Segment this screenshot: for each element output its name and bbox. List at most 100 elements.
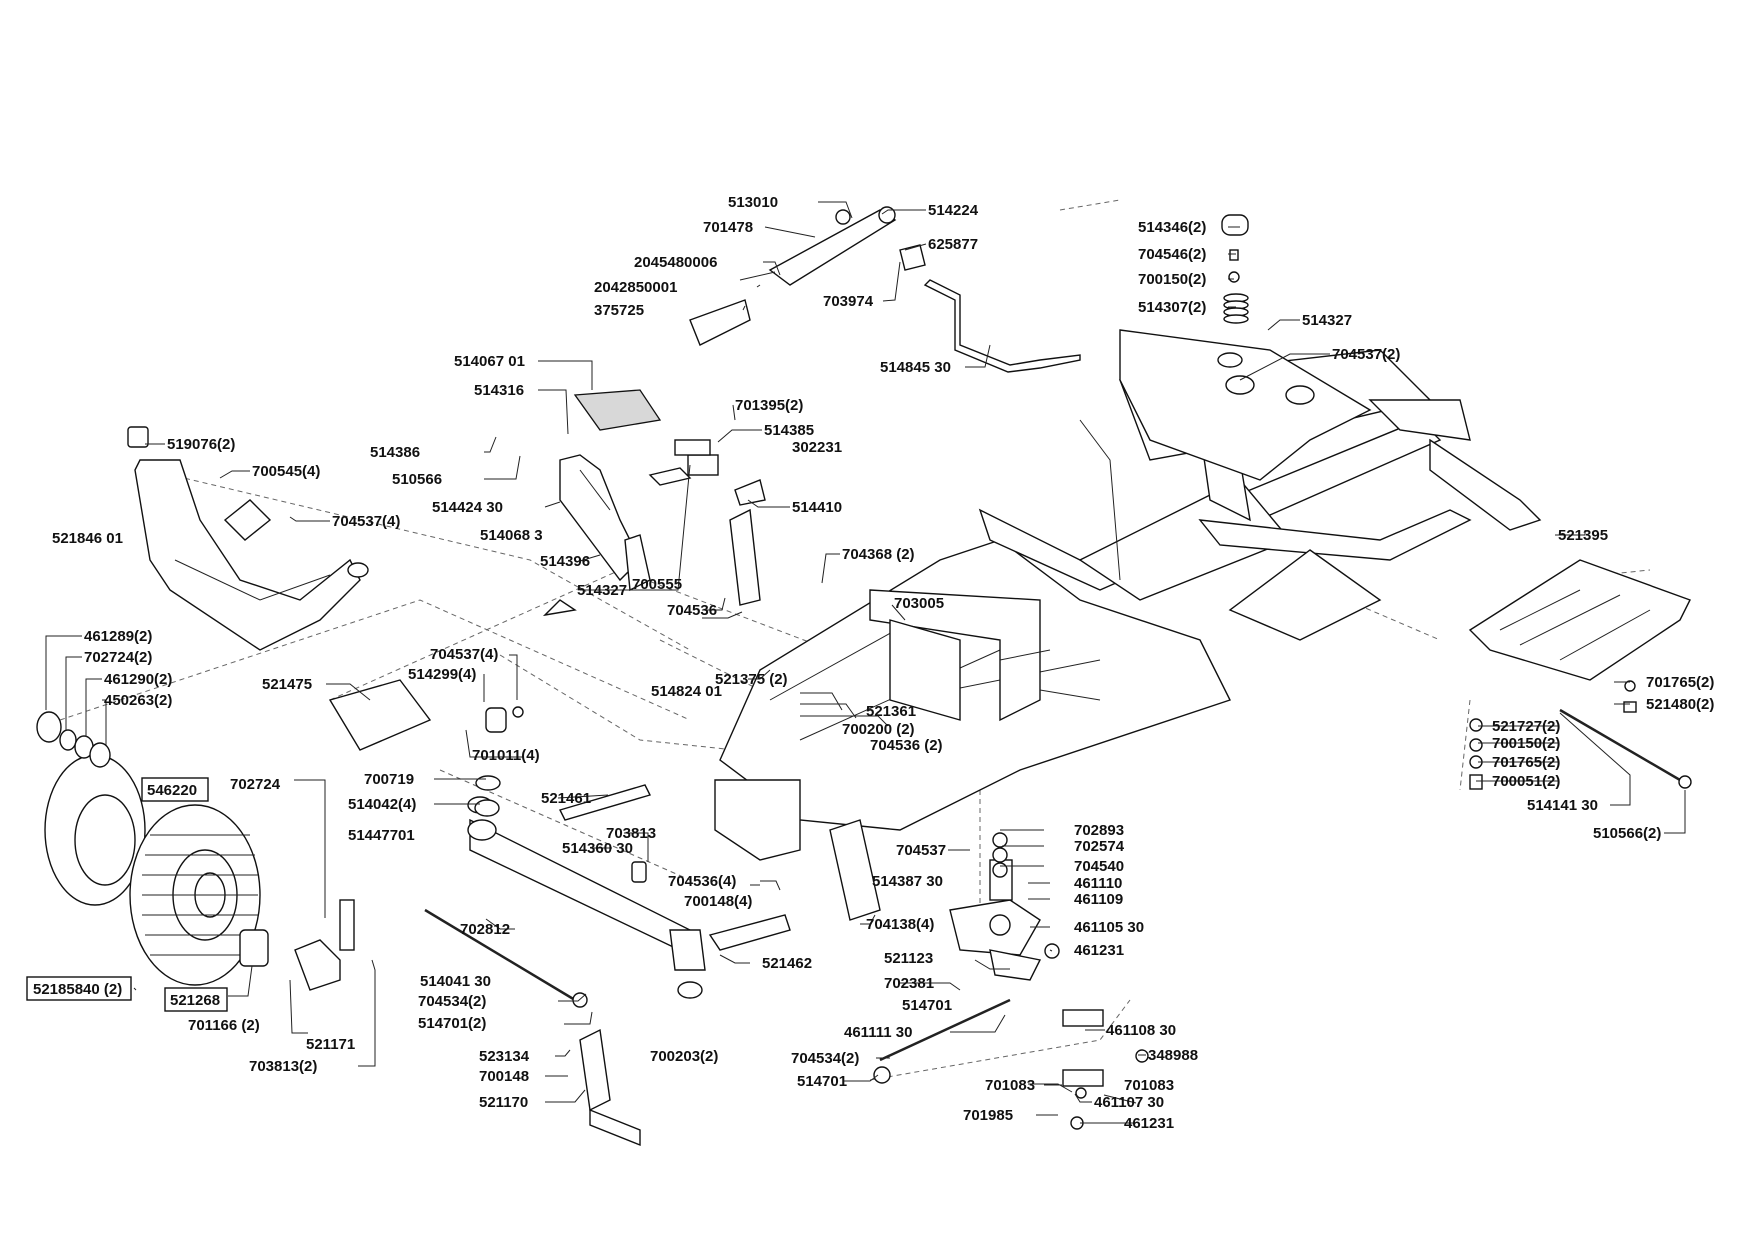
part-label: 704534(2) — [791, 1050, 859, 1067]
part-label: 513010 — [728, 194, 778, 211]
part-label: 461105 30 — [1074, 919, 1144, 936]
part-label: 461107 30 — [1094, 1094, 1164, 1111]
leader-lines — [45, 201, 1686, 1124]
part-label: 704536 — [667, 602, 717, 619]
part-label: 514385 — [764, 422, 814, 439]
part-label: 702574 — [1074, 838, 1125, 855]
part-label: 704537 — [896, 842, 946, 859]
part-label: 521480(2) — [1646, 696, 1714, 713]
part-label: 521123 — [884, 950, 933, 967]
part-label: 348988 — [1148, 1047, 1198, 1064]
part-label: 521727(2) — [1492, 718, 1560, 735]
part-label: 461110 — [1074, 875, 1122, 892]
part-label: 521395 — [1558, 527, 1608, 544]
part-labels: 513010 514224 701478 625877 2045480006 2… — [33, 194, 1714, 1132]
part-label: 461108 30 — [1106, 1022, 1176, 1039]
part-label: 302231 — [792, 439, 842, 456]
part-label: 514410 — [792, 499, 842, 516]
part-label: 514424 30 — [432, 499, 503, 516]
part-label: 523134 — [479, 1048, 530, 1065]
part-label: 704537(4) — [332, 513, 400, 530]
part-label: 700148(4) — [684, 893, 752, 910]
part-label: 461231 — [1074, 942, 1124, 959]
part-label: 514701 — [902, 997, 952, 1014]
part-label: 510566(2) — [1593, 825, 1661, 842]
part-label: 700555 — [632, 576, 682, 593]
part-label: 375725 — [594, 302, 644, 319]
part-label: 546220 — [147, 782, 197, 799]
part-label: 514067 01 — [454, 353, 525, 370]
part-label: 461289(2) — [84, 628, 152, 645]
part-label: 514299(4) — [408, 666, 476, 683]
part-label: 514141 30 — [1527, 797, 1598, 814]
lift-lever — [689, 206, 926, 346]
part-label: 704534(2) — [418, 993, 486, 1010]
part-label: 514396 — [540, 553, 590, 570]
part-label: 701166 (2) — [188, 1017, 260, 1034]
part-label: 700150(2) — [1492, 735, 1560, 752]
part-label: 514068 3 — [480, 527, 543, 544]
part-label: 521462 — [762, 955, 812, 972]
part-label: 514307(2) — [1138, 299, 1206, 316]
part-label: 703813(2) — [249, 1058, 317, 1075]
part-label: 702724(2) — [84, 649, 152, 666]
part-label: 2042850001 — [594, 279, 677, 296]
part-label: 704138(4) — [866, 916, 934, 933]
part-label: 702812 — [460, 921, 510, 938]
main-frame-chassis — [714, 349, 1542, 921]
part-label: 514041 30 — [420, 973, 491, 990]
part-label: 514386 — [370, 444, 420, 461]
part-label: 461111 30 — [844, 1024, 912, 1041]
part-label: 51447701 — [348, 827, 415, 844]
part-label: 514042(4) — [348, 796, 416, 813]
part-label: 703005 — [894, 595, 944, 612]
part-label: 703813 — [606, 825, 656, 842]
part-label: 461109 — [1074, 891, 1123, 908]
part-label: 625877 — [928, 236, 978, 253]
front-axle — [467, 796, 706, 999]
part-label: 2045480006 — [634, 254, 717, 271]
part-label: 701985 — [963, 1107, 1013, 1124]
box-52185840 — [26, 976, 132, 1001]
part-label: 700051(2) — [1492, 773, 1560, 790]
part-label: 514701(2) — [418, 1015, 486, 1032]
part-label: 514824 01 — [651, 683, 722, 700]
part-label: 700719 — [364, 771, 414, 788]
part-label: 700545(4) — [252, 463, 320, 480]
pedal-assembly — [542, 389, 766, 617]
part-label: 701395(2) — [735, 397, 803, 414]
part-label: 702381 — [884, 975, 934, 992]
spring — [1221, 214, 1249, 324]
hardware-parts — [36, 679, 1692, 1130]
front-bumper — [127, 426, 369, 651]
part-label: 510566 — [392, 471, 442, 488]
part-label: 701083 — [985, 1077, 1035, 1094]
seat-plate — [1119, 329, 1372, 481]
part-label: 704537(4) — [430, 646, 498, 663]
part-label: 514387 30 — [872, 873, 943, 890]
part-label: 704536 (2) — [870, 737, 943, 754]
part-label: 521268 — [170, 992, 220, 1009]
part-label: 700203(2) — [650, 1048, 718, 1065]
part-label: 519076(2) — [167, 436, 235, 453]
part-label: 514360 30 — [562, 840, 633, 857]
part-label: 514224 — [928, 202, 979, 219]
part-label: 702893 — [1074, 822, 1124, 839]
part-label: 514316 — [474, 382, 524, 399]
part-label: 521846 01 — [52, 530, 123, 547]
box-546220 — [141, 777, 209, 802]
footplate-521395 — [1468, 559, 1691, 681]
part-label: 701765(2) — [1646, 674, 1714, 691]
part-label: 514346(2) — [1138, 219, 1206, 236]
tie-rods — [424, 908, 1011, 1084]
part-label: 461231 — [1124, 1115, 1174, 1132]
part-label: 521461 — [541, 790, 591, 807]
part-label: 701478 — [703, 219, 753, 236]
part-label: 521375 (2) — [715, 671, 788, 688]
wheels — [44, 754, 269, 986]
part-label: 702724 — [230, 776, 281, 793]
part-label: 514701 — [797, 1073, 847, 1090]
part-label: 701011(4) — [472, 747, 540, 764]
part-label: 461290(2) — [104, 671, 172, 688]
part-label: 514845 30 — [880, 359, 951, 376]
